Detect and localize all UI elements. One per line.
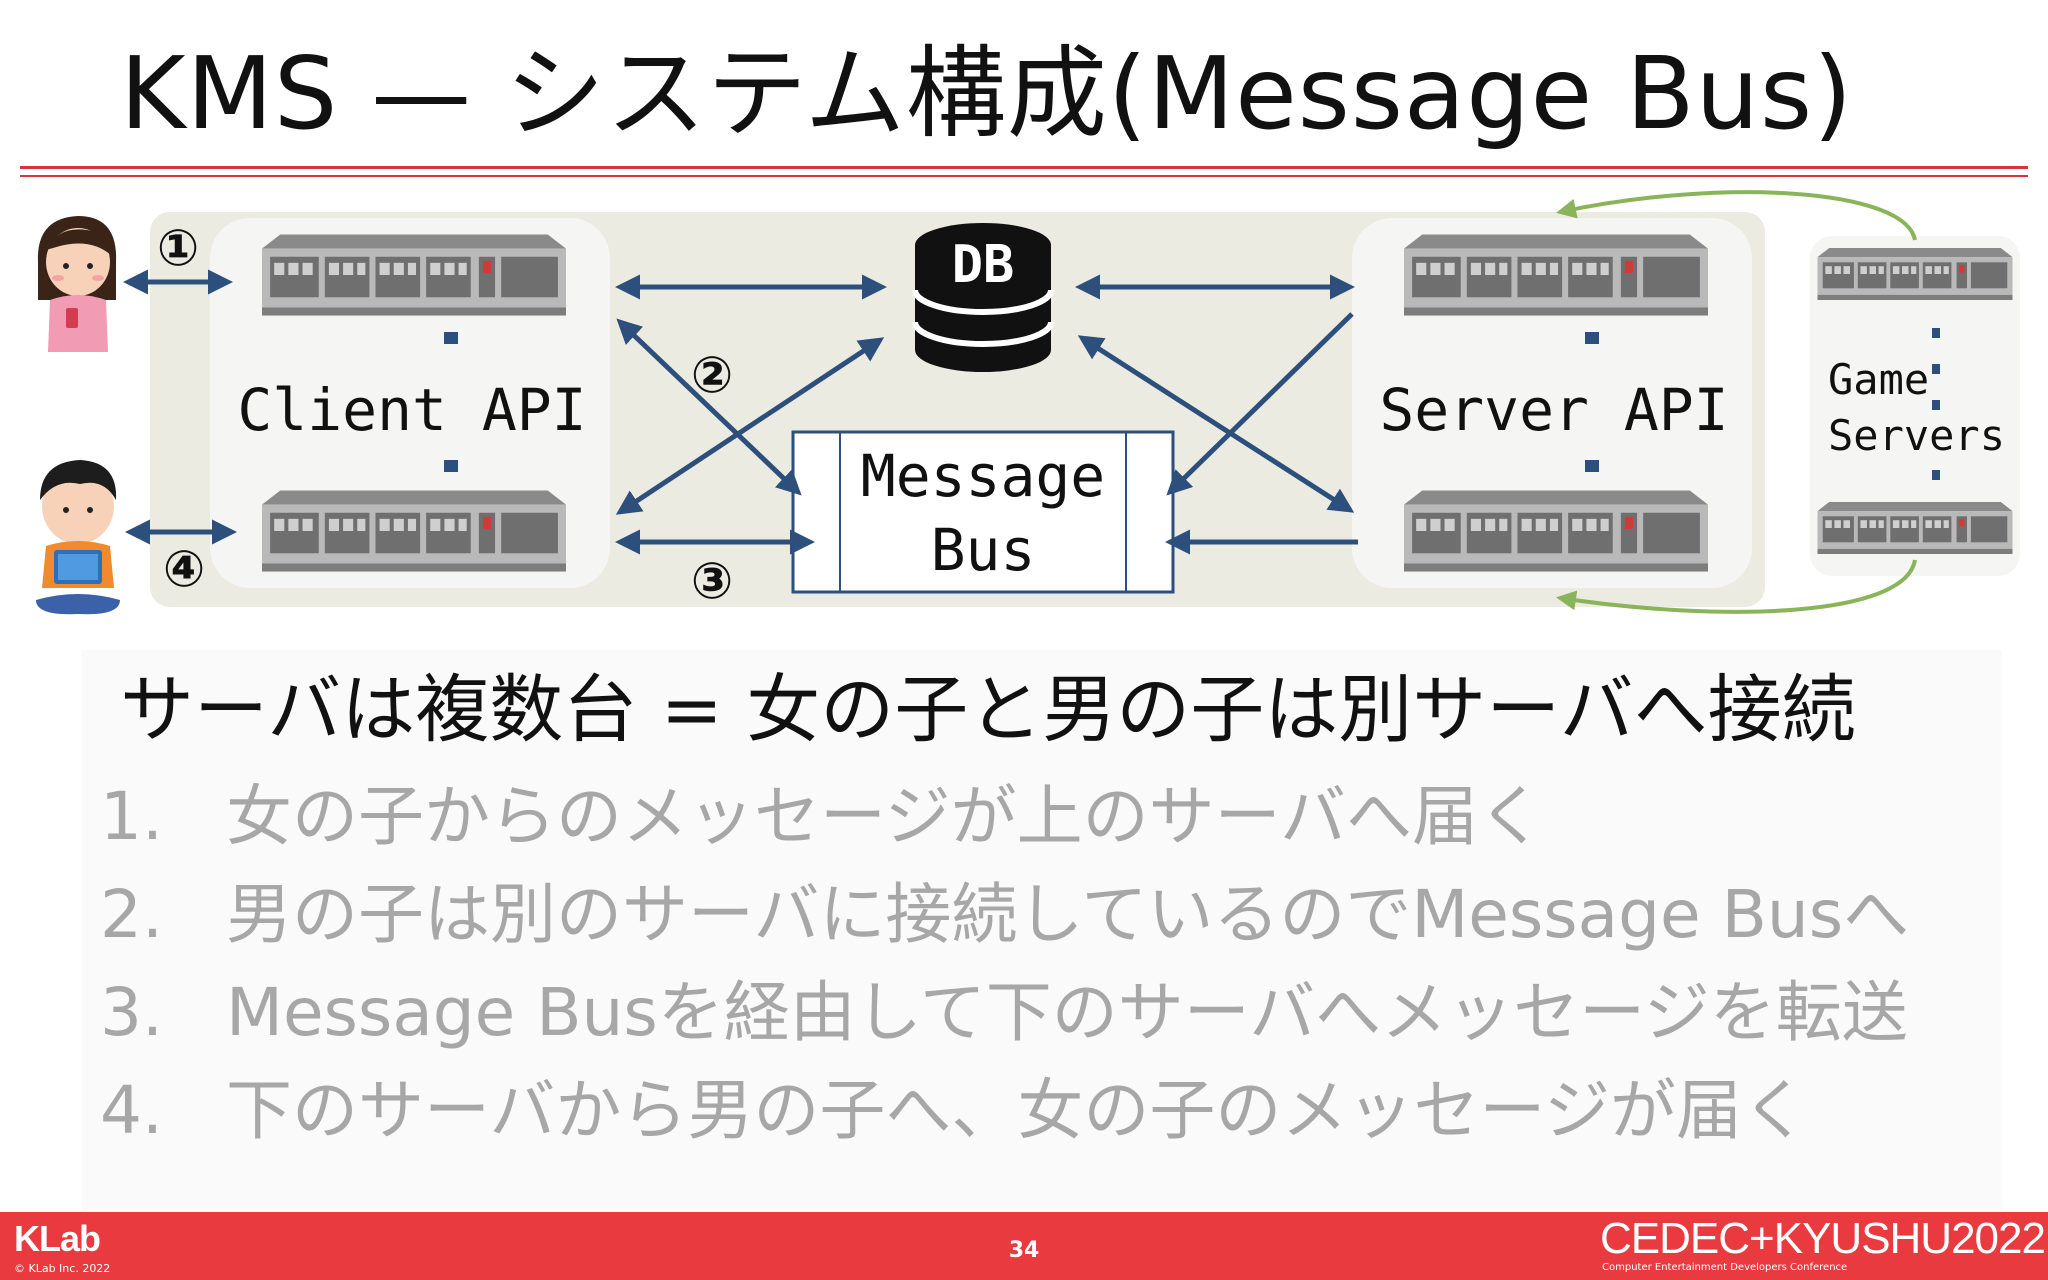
- steps-list: 1. 女の子からのメッセージが上のサーバへ届く 2. 男の子は別のサーバに接続してい…: [100, 768, 1909, 1160]
- server-api-box: Server API: [1352, 218, 1752, 588]
- db-icon: DB: [912, 223, 1054, 372]
- message-bus-label-line2: Bus: [931, 516, 1036, 584]
- green-arrow-bottom: [1556, 559, 1917, 614]
- title-divider: [20, 166, 2028, 169]
- game-servers-box: Game Servers: [1810, 236, 2020, 576]
- client-api-box: Client API: [210, 218, 610, 588]
- server-api-label: Server API: [1379, 376, 1728, 444]
- step-marker-4: ④: [163, 540, 205, 598]
- step-item: 4. 下のサーバから男の子へ、女の子のメッセージが届く: [100, 1062, 1909, 1160]
- step-text: 女の子からのメッセージが上のサーバへ届く: [226, 778, 1545, 855]
- slide-title: KMS — システム構成(Message Bus): [120, 35, 1854, 152]
- client-api-label: Client API: [237, 376, 586, 444]
- step-item: 3. Message Busを経由して下のサーバへメッセージを転送: [100, 964, 1909, 1062]
- game-servers-label-line1: Game: [1828, 355, 1929, 404]
- step-number: 4.: [100, 1072, 163, 1149]
- step-marker-2: ②: [691, 346, 733, 404]
- page-number: 34: [1008, 1238, 1040, 1263]
- message-bus-box: Message Bus: [791, 430, 1175, 594]
- klab-logo: KLab: [14, 1218, 101, 1259]
- arrow-server-bus-diag: [1166, 312, 1354, 496]
- boy-icon: [36, 460, 120, 615]
- green-arrow-top: [1556, 190, 1917, 241]
- content-background: [82, 650, 2002, 1210]
- client-server-rack-top: [262, 234, 566, 316]
- arrow-db-server-diag: [1077, 335, 1355, 513]
- game-server-rack-top: [1817, 248, 2013, 300]
- step-marker-3: ③: [691, 552, 733, 610]
- server-rack-top: [1404, 234, 1708, 316]
- arrow-client-db-diag: [615, 337, 885, 515]
- architecture-diagram: Client API Server API Game Servers DB: [36, 190, 2020, 615]
- copyright: © KLab Inc. 2022: [14, 1262, 111, 1275]
- game-server-rack-bottom: [1817, 502, 2013, 554]
- step-text: 男の子は別のサーバに接続しているのでMessage Busへ: [226, 876, 1910, 953]
- step-item: 2. 男の子は別のサーバに接続しているのでMessage Busへ: [100, 866, 1909, 964]
- message-bus-label-line1: Message: [861, 442, 1105, 510]
- step-marker-1: ①: [157, 219, 199, 277]
- step-number: 1.: [100, 778, 163, 855]
- footer-bar: [0, 1212, 2048, 1280]
- db-label: DB: [952, 235, 1015, 295]
- server-rack-bottom: [1404, 490, 1708, 572]
- step-text: Message Busを経由して下のサーバへメッセージを転送: [226, 974, 1908, 1051]
- game-servers-label-line2: Servers: [1828, 411, 2005, 460]
- title-divider-thin: [20, 175, 2028, 177]
- step-number: 2.: [100, 876, 163, 953]
- event-subtitle: Computer Entertainment Developers Confer…: [1602, 1262, 1848, 1273]
- step-number: 3.: [100, 974, 163, 1051]
- headline: サーバは複数台 = 女の子と男の子は別サーバへ接続: [120, 667, 1856, 753]
- event-logo: CEDEC+KYUSHU2022: [1600, 1214, 2046, 1263]
- girl-icon: [37, 216, 117, 352]
- step-text: 下のサーバから男の子へ、女の子のメッセージが届く: [226, 1072, 1809, 1149]
- client-server-rack-bottom: [262, 490, 566, 572]
- step-item: 1. 女の子からのメッセージが上のサーバへ届く: [100, 768, 1909, 866]
